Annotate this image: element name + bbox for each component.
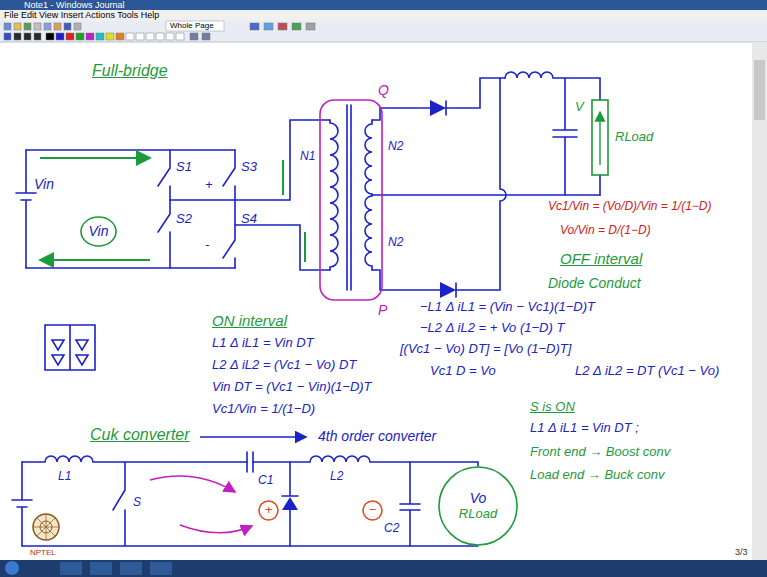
page-number: 3/3 xyxy=(735,547,748,557)
source-label: Vin xyxy=(34,176,54,192)
equation: Vc1 D = Vo xyxy=(430,364,496,379)
note: Diode Conduct xyxy=(548,275,641,291)
turns-label: N2 xyxy=(388,236,403,250)
section-heading: Cuk converter xyxy=(90,426,190,444)
node-text: + xyxy=(265,503,273,517)
voltage-label: V xyxy=(575,100,584,115)
switch-label: S2 xyxy=(176,212,192,227)
section-heading: ON interval xyxy=(212,312,287,329)
menu-bar: File Edit View Insert Actions Tools Help xyxy=(4,10,159,20)
circled-source: Vin xyxy=(80,216,117,247)
component-label: C2 xyxy=(384,522,399,536)
note: Load end → Buck conv xyxy=(530,468,664,483)
equation: [(Vc1 − Vo) DT] = [Vo (1−D)T] xyxy=(400,342,571,357)
switch-label: S3 xyxy=(241,160,257,175)
component-label: L1 xyxy=(58,470,71,484)
polarity-circle: − xyxy=(362,500,383,521)
equation: L1 Δ iL1 = Vin DT xyxy=(212,336,314,351)
component-label: L2 xyxy=(330,470,343,484)
equation: Vc1/Vin = (Vo/D)/Vin = 1/(1−D) xyxy=(548,200,712,214)
polarity-mark: + xyxy=(205,178,213,193)
zoom-dropdown: Whole Page xyxy=(170,21,214,30)
node-text: − xyxy=(369,503,377,517)
winding-label: P xyxy=(378,302,387,318)
switch-label: S4 xyxy=(241,212,257,227)
node-text: Vin xyxy=(89,224,109,239)
equation: L2 Δ iL2 = (Vc1 − Vo) DT xyxy=(212,358,356,373)
equation: −L2 Δ iL2 = + Vo (1−D) T xyxy=(420,321,564,336)
polarity-circle: + xyxy=(258,500,279,521)
note: 4th order converter xyxy=(318,428,436,444)
window-title: Note1 - Windows Journal xyxy=(24,0,125,10)
switch-label: S1 xyxy=(176,160,192,175)
turns-label: N1 xyxy=(300,150,315,164)
component-label: S xyxy=(133,496,141,510)
circled-load: VoRLoad xyxy=(438,466,518,546)
winding-label: Q xyxy=(378,82,389,98)
slide-heading: Full-bridge xyxy=(92,62,168,80)
load-label: RLoad xyxy=(615,130,653,145)
polarity-mark: - xyxy=(205,238,209,253)
node-text: Vo xyxy=(470,491,487,506)
note: Front end → Boost conv xyxy=(530,445,670,460)
section-heading: OFF interval xyxy=(560,250,642,267)
turns-label: N2 xyxy=(388,140,403,154)
section-heading: S is ON xyxy=(530,400,575,415)
equation: Vc1/Vin = 1/(1−D) xyxy=(212,402,315,417)
equation: Vin DT = (Vc1 − Vin)(1−D)T xyxy=(212,380,372,395)
logo-text: NPTEL xyxy=(30,548,56,557)
equation: Vo/Vin = D/(1−D) xyxy=(560,224,651,238)
node-text: RLoad xyxy=(459,507,497,521)
equation: L1 Δ iL1 = Vin DT ; xyxy=(530,421,639,436)
equation: L2 Δ iL2 = DT (Vc1 − Vo) xyxy=(575,364,719,379)
component-label: C1 xyxy=(258,474,273,488)
equation: −L1 Δ iL1 = (Vin − Vc1)(1−D)T xyxy=(420,300,595,315)
